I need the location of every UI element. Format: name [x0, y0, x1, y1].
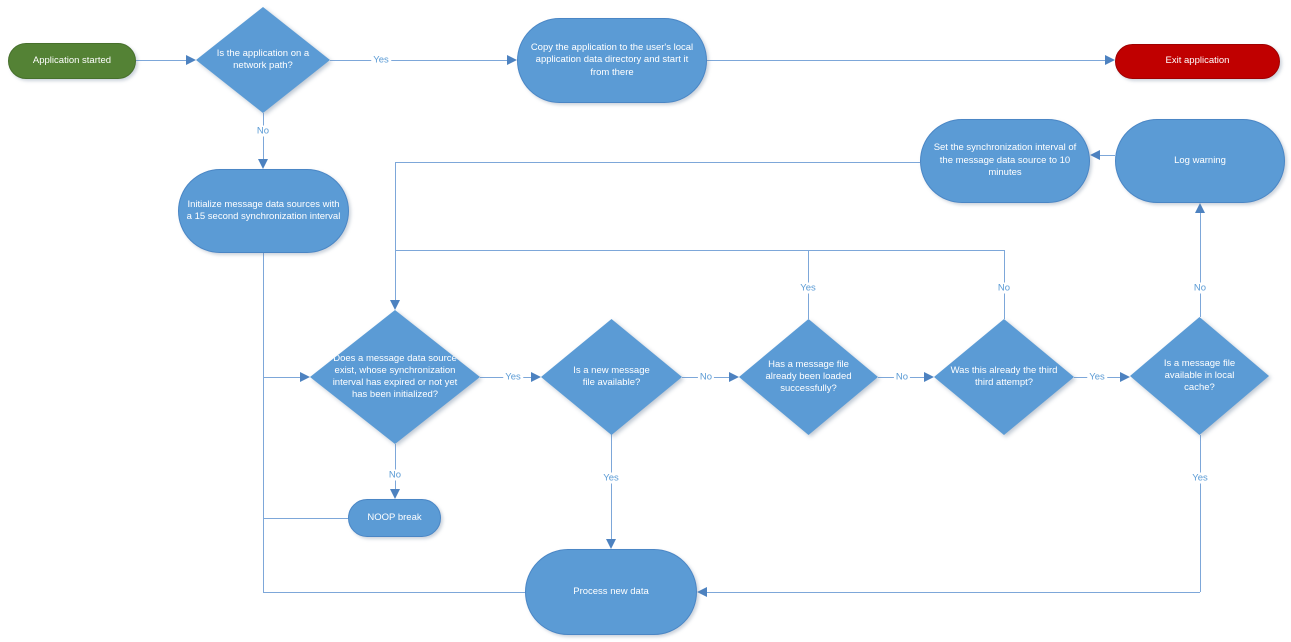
- connector-newfile-process: [611, 434, 612, 541]
- decision-source-exists[interactable]: Does a message data source exist, whose …: [310, 310, 480, 444]
- connector-sourceexists-noop: [395, 444, 396, 491]
- connector-setsync-left: [395, 162, 920, 163]
- edge-label-no: No: [1191, 282, 1209, 294]
- arrowhead-into-sourceexists-left: [300, 372, 310, 382]
- edge-label-no: No: [386, 469, 404, 481]
- node-noop-break-label: NOOP break: [367, 511, 422, 523]
- diamond-shape: Is a message file available in local cac…: [1130, 317, 1269, 435]
- decision-new-file[interactable]: Is a new message file available?: [541, 319, 682, 435]
- arrowhead-into-copy: [507, 55, 517, 65]
- decision-network-path[interactable]: Is the application on a network path?: [196, 7, 330, 113]
- edge-label-yes: Yes: [798, 282, 818, 294]
- decision-local-cache-label: Is a message file available in local cac…: [1163, 357, 1236, 394]
- edge-label-yes: Yes: [1190, 472, 1210, 484]
- arrowhead-into-network: [186, 55, 196, 65]
- edge-label-no: No: [254, 125, 272, 137]
- edge-label-yes: Yes: [601, 472, 621, 484]
- connector-top-bus-down: [395, 162, 396, 302]
- connector-noop-bus: [263, 518, 348, 519]
- arrowhead-into-init: [258, 159, 268, 169]
- node-initialize-sources-label: Initialize message data sources with a 1…: [186, 198, 341, 222]
- edge-label-yes: Yes: [371, 54, 391, 66]
- arrowhead-into-newfile: [531, 372, 541, 382]
- connector-left-bus: [263, 253, 264, 592]
- node-exit-application[interactable]: Exit application: [1115, 44, 1280, 79]
- node-set-sync-interval[interactable]: Set the synchronization interval of the …: [920, 119, 1090, 203]
- decision-new-file-label: Is a new message file available?: [573, 364, 650, 388]
- connector-copy-exit: [707, 60, 1107, 61]
- node-set-sync-interval-label: Set the synchronization interval of the …: [933, 142, 1077, 179]
- decision-file-loaded-label: Has a message file already been loaded s…: [765, 358, 852, 395]
- edge-label-no: No: [893, 371, 911, 383]
- connector-start-network: [136, 60, 188, 61]
- diamond-shape: Is the application on a network path?: [196, 7, 330, 113]
- node-initialize-sources[interactable]: Initialize message data sources with a 1…: [178, 169, 349, 253]
- arrowhead-into-thirdattempt: [924, 372, 934, 382]
- edge-label-yes: Yes: [503, 371, 523, 383]
- arrowhead-into-sourceexists-top: [390, 300, 400, 310]
- decision-local-cache[interactable]: Is a message file available in local cac…: [1130, 317, 1269, 435]
- connector-localcache-down: [1200, 435, 1201, 592]
- decision-source-exists-label: Does a message data source exist, whose …: [332, 352, 458, 401]
- node-application-started-label: Application started: [32, 54, 112, 66]
- arrowhead-into-noop: [390, 489, 400, 499]
- edge-label-yes: Yes: [1087, 371, 1107, 383]
- arrowhead-into-localcache: [1120, 372, 1130, 382]
- connector-network-init: [263, 113, 264, 161]
- node-noop-break[interactable]: NOOP break: [348, 499, 441, 537]
- edge-label-no: No: [995, 282, 1013, 294]
- diamond-shape: Does a message data source exist, whose …: [310, 310, 480, 444]
- arrowhead-into-process-right: [697, 587, 707, 597]
- connector-bus-sourceexists: [263, 377, 302, 378]
- decision-third-attempt[interactable]: Was this already the third third attempt…: [934, 319, 1074, 435]
- arrowhead-into-process-top: [606, 539, 616, 549]
- arrowhead-into-fileloaded: [729, 372, 739, 382]
- decision-network-path-label: Is the application on a network path?: [216, 47, 310, 71]
- node-application-started[interactable]: Application started: [8, 43, 136, 79]
- node-copy-application-label: Copy the application to the user's local…: [530, 41, 694, 78]
- connector-logwarning-setsync: [1100, 155, 1115, 156]
- node-exit-application-label: Exit application: [1165, 55, 1230, 67]
- edge-label-no: No: [697, 371, 715, 383]
- connector-process-bus: [263, 592, 525, 593]
- connector-return-bus: [395, 250, 1004, 251]
- connector-localcache-process: [699, 592, 1200, 593]
- node-log-warning-label: Log warning: [1174, 154, 1226, 166]
- node-process-new-data[interactable]: Process new data: [525, 549, 697, 635]
- connector-network-copy: [330, 60, 509, 61]
- node-copy-application[interactable]: Copy the application to the user's local…: [517, 18, 707, 103]
- node-log-warning[interactable]: Log warning: [1115, 119, 1285, 203]
- diamond-shape: Has a message file already been loaded s…: [739, 319, 878, 435]
- decision-file-loaded[interactable]: Has a message file already been loaded s…: [739, 319, 878, 435]
- connector-localcache-logwarning: [1200, 213, 1201, 317]
- node-process-new-data-label: Process new data: [573, 585, 649, 597]
- arrowhead-into-logwarning: [1195, 203, 1205, 213]
- arrowhead-into-exit: [1105, 55, 1115, 65]
- decision-third-attempt-label: Was this already the third third attempt…: [950, 364, 1058, 388]
- arrowhead-into-setsync: [1090, 150, 1100, 160]
- diamond-shape: Is a new message file available?: [541, 319, 682, 435]
- diamond-shape: Was this already the third third attempt…: [934, 319, 1074, 435]
